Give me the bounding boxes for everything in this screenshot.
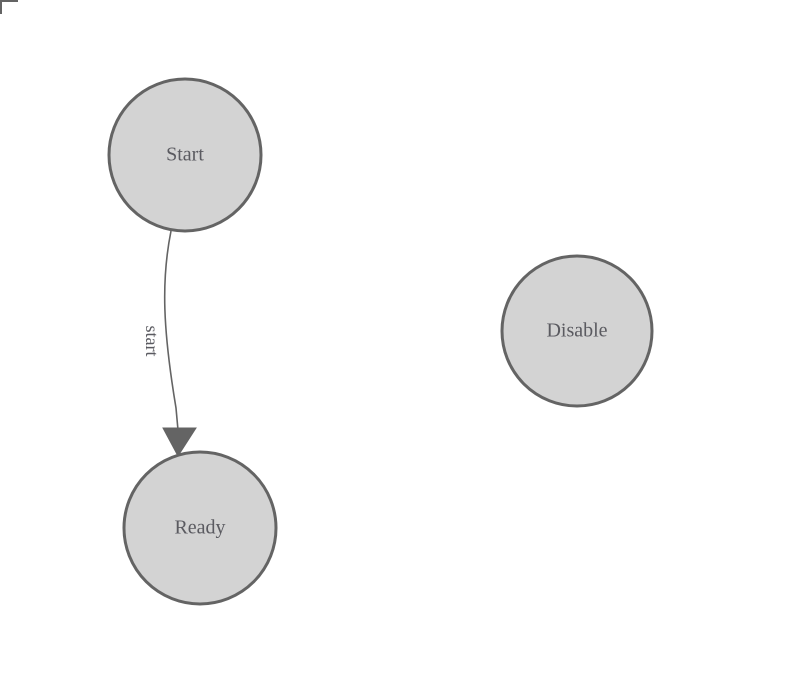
edge-line bbox=[163, 230, 180, 442]
node-start-label: Start bbox=[166, 144, 204, 166]
crop-corner-mark bbox=[0, 0, 18, 14]
node-disable[interactable]: Disable bbox=[500, 254, 654, 408]
edge-label-start: start bbox=[142, 326, 162, 357]
edge-start-to-ready[interactable]: start bbox=[142, 230, 197, 457]
node-disable-label: Disable bbox=[546, 320, 607, 342]
node-start[interactable]: Start bbox=[107, 77, 263, 233]
node-disable-circle[interactable] bbox=[500, 254, 654, 408]
arrowhead-icon bbox=[162, 427, 197, 457]
node-ready-circle[interactable] bbox=[122, 450, 278, 606]
node-ready-label: Ready bbox=[174, 517, 225, 539]
node-ready[interactable]: Ready bbox=[122, 450, 278, 606]
node-start-circle[interactable] bbox=[107, 77, 263, 233]
edge-label-group: start bbox=[142, 326, 162, 357]
